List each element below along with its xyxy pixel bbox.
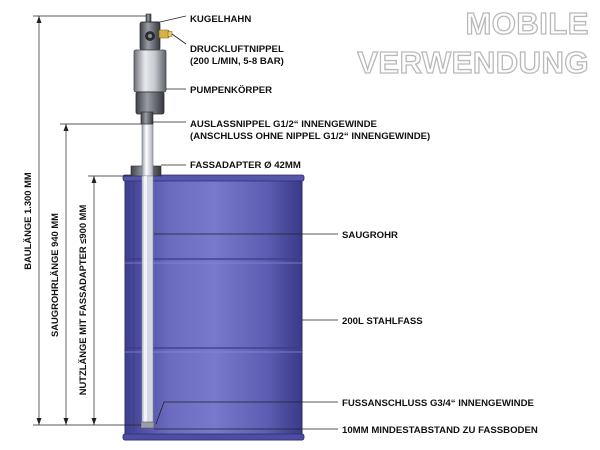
label-drum: 200L STAHLFASS <box>342 316 423 327</box>
label-ball-valve: KUGELHAHN <box>190 14 251 25</box>
label-drum-adapter: FASSADAPTER Ø 42MM <box>190 160 301 171</box>
leader-ball-valve <box>149 15 187 23</box>
dimension-build-length <box>33 15 146 426</box>
label-min-distance: 10MM MINDESTABSTAND ZU FASSBODEN <box>342 425 538 436</box>
dimension-usable-length <box>88 175 131 425</box>
leader-air-nipple <box>171 33 187 45</box>
label-pump-body: PUMPENKÖRPER <box>190 85 272 96</box>
label-suction-tube: SAUGROHR <box>342 230 398 241</box>
leader-foot-connection <box>155 401 338 425</box>
dimension-suction-length <box>60 123 142 425</box>
label-air-nipple-line-1: DRUCKLUFTNIPPEL <box>190 44 284 55</box>
steel-drum <box>122 174 305 441</box>
suction-tube <box>140 123 155 429</box>
air-nipple <box>158 29 173 39</box>
title-line-1: MOBILE <box>465 6 589 41</box>
title-line-2: VERWENDUNG <box>357 45 589 80</box>
label-outlet-line-1: AUSLASSNIPPEL G1/2“ INNENGEWINDE <box>190 119 378 130</box>
label-foot-connection: FUSSANSCHLUSS G3/4“ INNENGEWINDE <box>342 398 534 409</box>
label-usable-length: NUTZLÄNGE MIT FASSADAPTER ≤900 MM <box>77 205 88 396</box>
pump <box>133 13 167 125</box>
label-air-nipple-line-2: (200 L/MIN, 5-8 BAR) <box>190 56 284 67</box>
label-build-length: BAULÄNGE 1.300 MM <box>22 172 33 270</box>
label-outlet-line-2: (ANSCHLUSS OHNE NIPPEL G1/2“ INNENGEWIND… <box>190 131 430 142</box>
label-suction-length: SAUGROHRLÄNGE 940 MM <box>49 213 60 337</box>
